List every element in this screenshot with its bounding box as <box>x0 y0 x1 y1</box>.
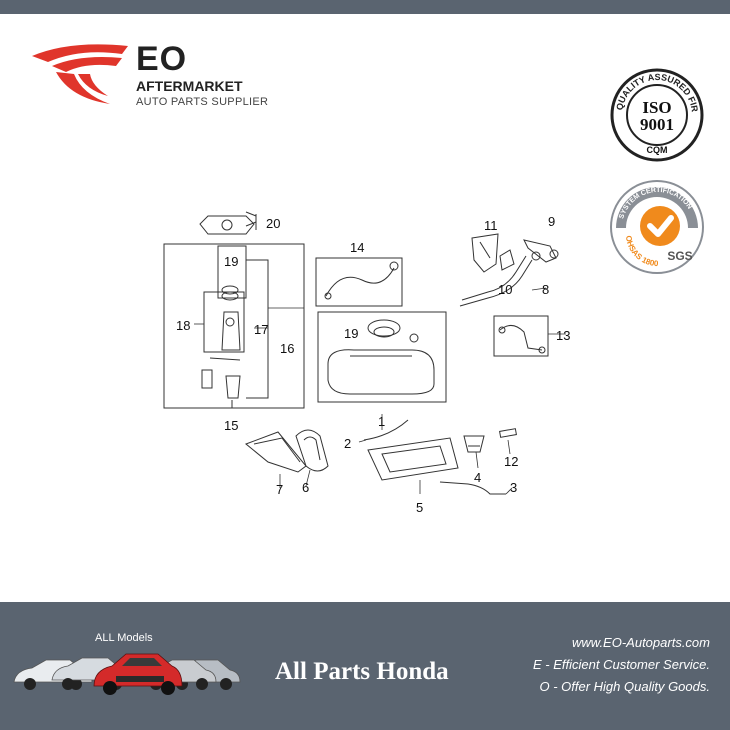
svg-text:14: 14 <box>350 240 364 255</box>
slogan-line-1: E - Efficient Customer Service. <box>533 657 710 672</box>
svg-text:CQM: CQM <box>647 145 668 155</box>
svg-text:10: 10 <box>498 282 512 297</box>
svg-text:15: 15 <box>224 418 238 433</box>
svg-text:1: 1 <box>378 414 385 429</box>
footer-title: All Parts Honda <box>275 658 449 685</box>
models-label: ALL Models <box>95 632 153 644</box>
svg-text:11: 11 <box>484 218 498 233</box>
brand-tagline: AUTO PARTS SUPPLIER <box>136 96 269 108</box>
svg-text:ISO: ISO <box>642 98 671 117</box>
footer-info: www.EO-Autoparts.com E - Efficient Custo… <box>533 632 710 698</box>
svg-text:12: 12 <box>504 454 518 469</box>
svg-text:19: 19 <box>224 254 238 269</box>
fuel-tank-parts-diagram: 20 19 18 17 16 15 14 19 1 11 10 9 8 13 2… <box>163 211 570 515</box>
svg-text:SGS: SGS <box>667 249 692 263</box>
svg-text:9001: 9001 <box>640 115 674 134</box>
svg-text:17: 17 <box>254 322 268 337</box>
svg-text:2: 2 <box>344 436 351 451</box>
svg-text:20: 20 <box>266 216 280 231</box>
slogan-line-2: O - Offer High Quality Goods. <box>539 679 710 694</box>
brand-header: EO AFTERMARKET AUTO PARTS SUPPLIER <box>30 38 270 110</box>
wing-logo-icon <box>32 44 128 104</box>
brand-name: EO <box>136 40 188 78</box>
ohsas-sgs-seal-icon: SYSTEM CERTIFICATION OHSAS 18001 SGS <box>608 178 704 274</box>
top-band <box>0 0 730 14</box>
svg-text:7: 7 <box>276 482 283 497</box>
svg-text:9: 9 <box>548 214 555 229</box>
iso-9001-seal-icon: QUALITY ASSURED FIRM ISO 9001 CQM <box>610 68 704 162</box>
svg-text:18: 18 <box>176 318 190 333</box>
svg-text:19: 19 <box>344 326 358 341</box>
svg-text:16: 16 <box>280 341 294 356</box>
svg-text:6: 6 <box>302 480 309 495</box>
svg-text:8: 8 <box>542 282 549 297</box>
svg-text:13: 13 <box>556 328 570 343</box>
svg-text:3: 3 <box>510 480 517 495</box>
svg-text:5: 5 <box>416 500 423 515</box>
svg-text:4: 4 <box>474 470 481 485</box>
website-link[interactable]: www.EO-Autoparts.com <box>572 635 710 650</box>
brand-subtitle: AFTERMARKET <box>136 78 243 94</box>
car-lineup-icon <box>13 653 241 695</box>
